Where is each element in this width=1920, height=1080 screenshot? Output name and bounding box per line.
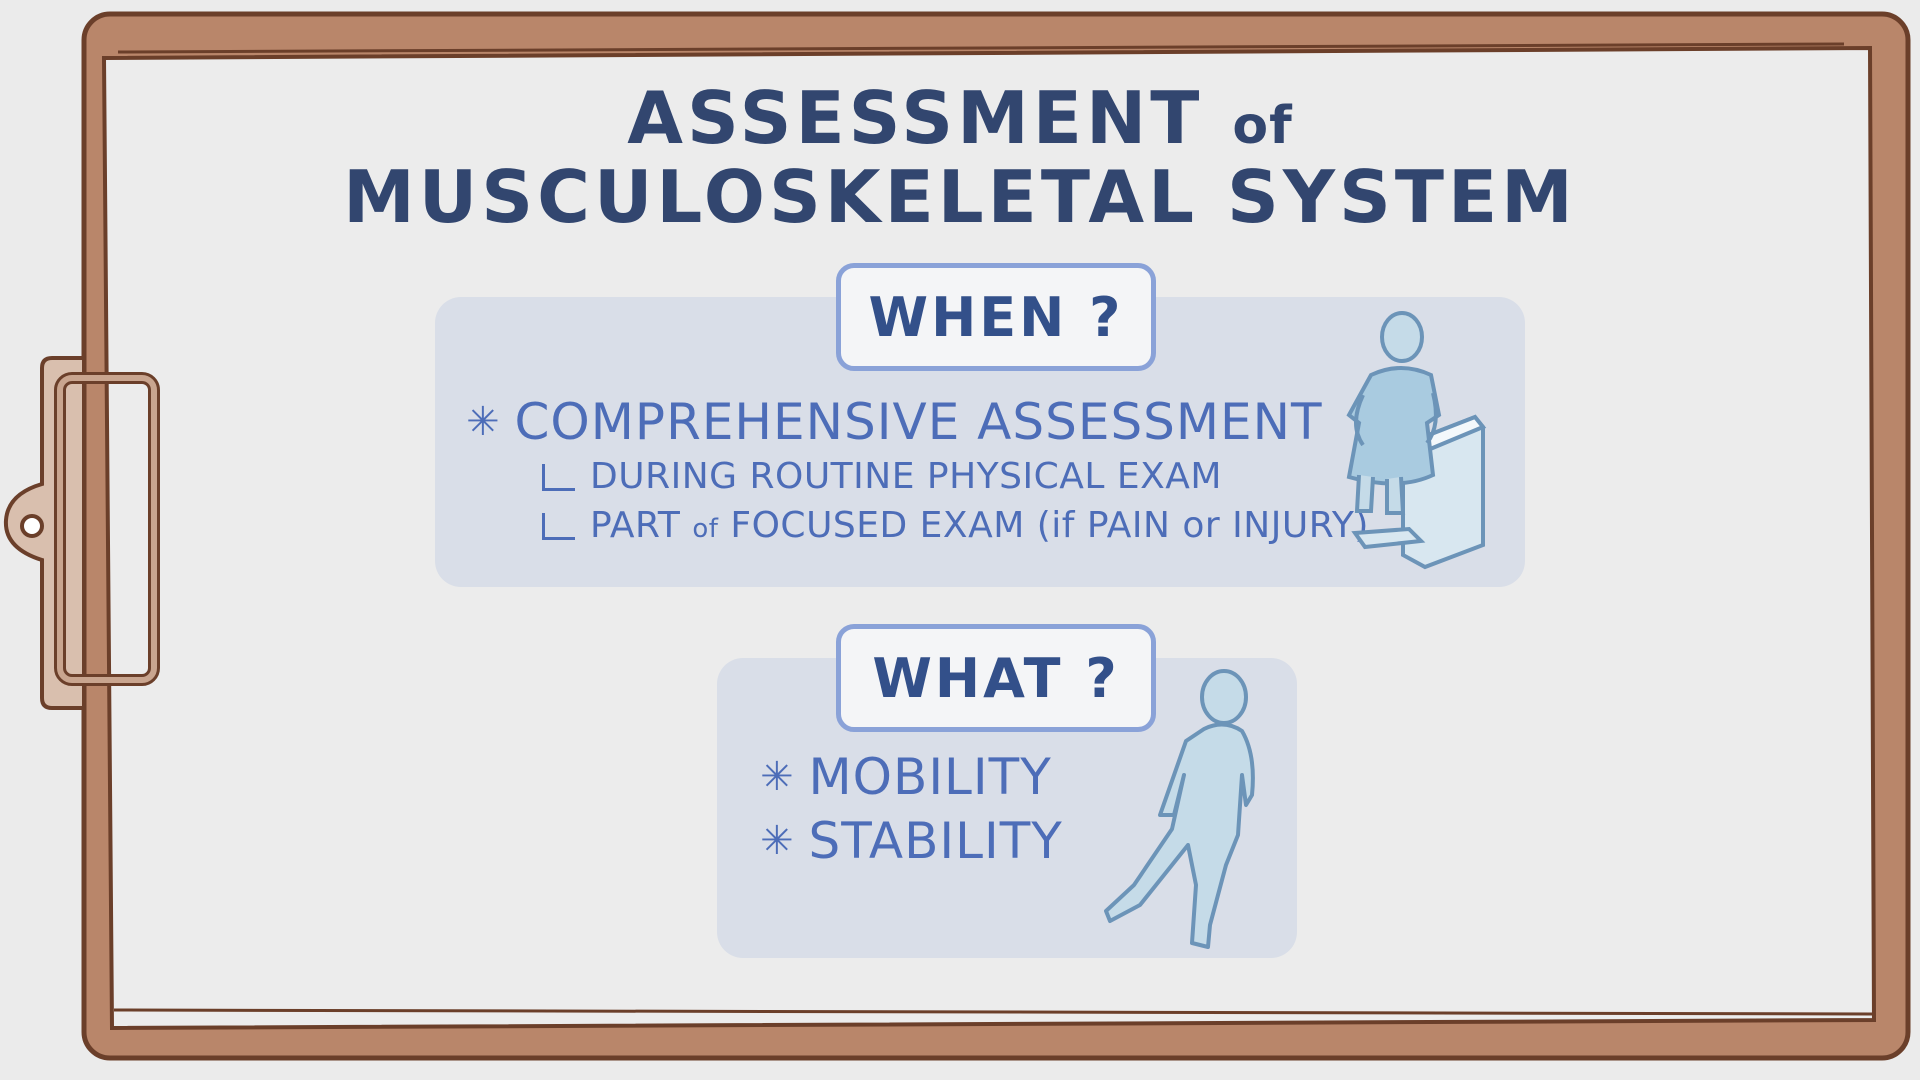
when-item-label: COMPREHENSIVE ASSESSMENT bbox=[514, 393, 1323, 451]
when-item: ✳ COMPREHENSIVE ASSESSMENT bbox=[466, 393, 1323, 451]
page-title-line-2: MUSCULOSKELETAL SYSTEM bbox=[343, 155, 1577, 239]
asterisk-icon: ✳ bbox=[466, 399, 501, 445]
walking-person-icon bbox=[1104, 669, 1255, 949]
what-item: ✳ STABILITY bbox=[760, 812, 1063, 870]
asterisk-icon: ✳ bbox=[760, 754, 795, 800]
what-heading: WHAT ? bbox=[836, 624, 1156, 732]
when-heading: WHEN ? bbox=[836, 263, 1156, 371]
sub-item-text: PART bbox=[590, 505, 681, 546]
what-item: ✳ MOBILITY bbox=[760, 748, 1052, 806]
sub-item-hook-icon bbox=[542, 464, 575, 491]
when-sub-item: PART of FOCUSED EXAM (if PAIN or INJURY) bbox=[590, 505, 1369, 546]
what-item-label: MOBILITY bbox=[808, 748, 1052, 806]
sub-item-text: FOCUSED EXAM (if PAIN or INJURY) bbox=[730, 505, 1369, 546]
sub-item-of: of bbox=[692, 514, 719, 544]
when-sub-item: DURING ROUTINE PHYSICAL EXAM bbox=[590, 456, 1222, 497]
sub-item-hook-icon bbox=[542, 513, 575, 540]
title-main: ASSESSMENT bbox=[627, 76, 1204, 160]
seated-patient-icon bbox=[1346, 311, 1487, 570]
asterisk-icon: ✳ bbox=[760, 818, 795, 864]
page-title-line-1: ASSESSMENT of bbox=[0, 76, 1920, 160]
title-of: of bbox=[1232, 96, 1293, 156]
what-item-label: STABILITY bbox=[808, 812, 1063, 870]
